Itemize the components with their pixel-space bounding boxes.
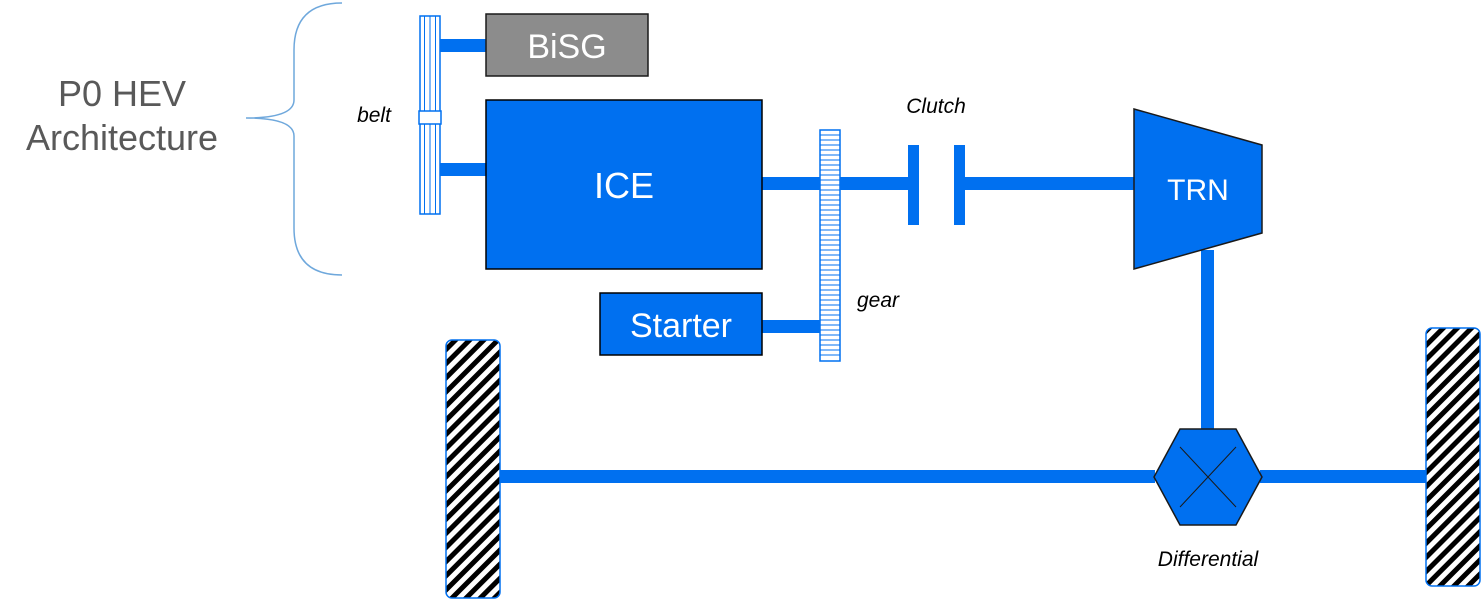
shafts <box>440 39 1427 483</box>
transmission-label: TRN <box>1167 174 1229 207</box>
clutch-plate-left <box>908 145 919 225</box>
differential-cross-line-2 <box>1179 446 1237 508</box>
right-wheel <box>1425 327 1481 587</box>
diagram-title-line-2: Architecture <box>26 117 218 158</box>
transmission-output-shaft <box>1201 250 1214 435</box>
diagram-title-line-1: P0 HEV <box>58 73 186 114</box>
starter-label: Starter <box>630 307 732 345</box>
clutch-to-transmission-shaft <box>965 177 1135 190</box>
belt-tensioner <box>418 110 442 125</box>
grouping-brace <box>245 2 343 276</box>
right-axle <box>1260 470 1427 483</box>
starter-box <box>599 292 763 356</box>
gear-caption: gear <box>857 289 900 312</box>
belt-to-ice-shaft <box>440 163 486 176</box>
starter-shaft <box>762 320 820 333</box>
belt <box>418 15 442 215</box>
left-axle <box>499 470 1155 483</box>
ice-label: ICE <box>594 165 654 206</box>
clutch-caption: Clutch <box>906 95 966 118</box>
ice-box <box>485 99 763 270</box>
differential-caption: Differential <box>1158 548 1260 571</box>
left-wheel <box>445 339 501 599</box>
bisg-label: BiSG <box>527 28 606 66</box>
differential <box>1153 428 1263 526</box>
transmission-block <box>1133 108 1263 270</box>
clutch-plate-right <box>954 145 965 225</box>
clutch <box>908 145 965 225</box>
belt-caption: belt <box>357 104 392 127</box>
belt-to-bisg-shaft <box>440 39 486 52</box>
bisg-box <box>485 13 649 77</box>
gear <box>819 129 841 362</box>
